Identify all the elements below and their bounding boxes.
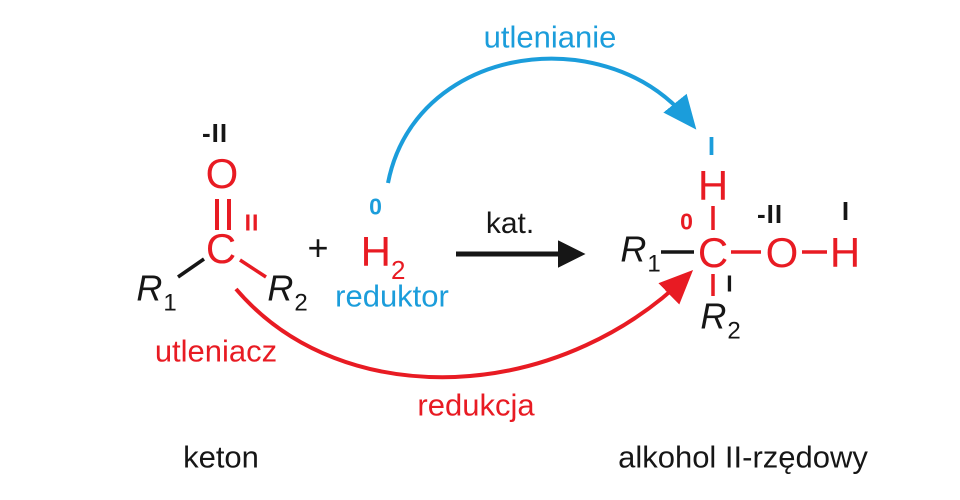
hydrogen-oxidation-state: 0 [369,193,383,220]
alcohol-h-right-oxidation-state: I [841,196,851,226]
ketone-oxygen-oxidation-state: -II [201,118,229,148]
alcohol-r2-subscript: 2 [727,317,741,345]
ketone-r2-subscript: 2 [294,289,308,317]
alcohol-h-top-atom: H [697,162,729,209]
reduction-label: redukcja [417,387,535,423]
alcohol-r2-group: R2 [700,295,740,343]
ketone-name-label: keton [183,439,259,475]
ketone-r1-symbol: R [136,267,163,309]
ketone-oxygen-atom: O [205,150,239,197]
alcohol-r1-symbol: R [620,228,647,270]
alcohol-h-right-atom: H [829,229,861,276]
oxidation-arc-arrow [386,56,697,184]
plus-sign: + [307,227,329,268]
hydrogen-molecule: H2 [360,227,406,283]
alcohol-carbon-oxidation-state: 0 [680,208,694,235]
ketone-carbon-oxidation-state: II [244,209,260,236]
oxidizer-label: utleniacz [154,333,278,369]
catalyst-label: kat. [485,207,535,240]
hydrogen-symbol: H [360,227,391,275]
reduction-arc-arrow [234,270,694,380]
ketone-carbon-atom: C [205,225,237,272]
alcohol-oxygen-oxidation-state: -II [756,199,784,229]
alcohol-h-top-oxidation-state: I [707,131,717,161]
alcohol-r2-symbol: R [700,295,727,337]
alcohol-r1-subscript: 1 [647,250,661,278]
ketone-r2-group: R2 [267,267,307,315]
ketone-c-r2-bond [239,258,267,279]
ketone-r2-symbol: R [267,267,294,309]
ketone-r1-c-bond [177,257,205,279]
alcohol-c-r2-bond-state: I [726,270,734,297]
reducer-label: reduktor [335,278,449,314]
ketone-r1-subscript: 1 [163,289,177,317]
alcohol-name-label: alkohol II-rzędowy [618,439,868,475]
alcohol-carbon-atom: C [697,229,729,276]
oxidation-label: utlenianie [483,19,617,55]
ketone-r1-group: R1 [136,267,176,315]
hydrogen-subscript: 2 [390,255,406,286]
alcohol-oxygen-atom: O [765,229,799,276]
alcohol-r1-group: R1 [620,228,660,276]
